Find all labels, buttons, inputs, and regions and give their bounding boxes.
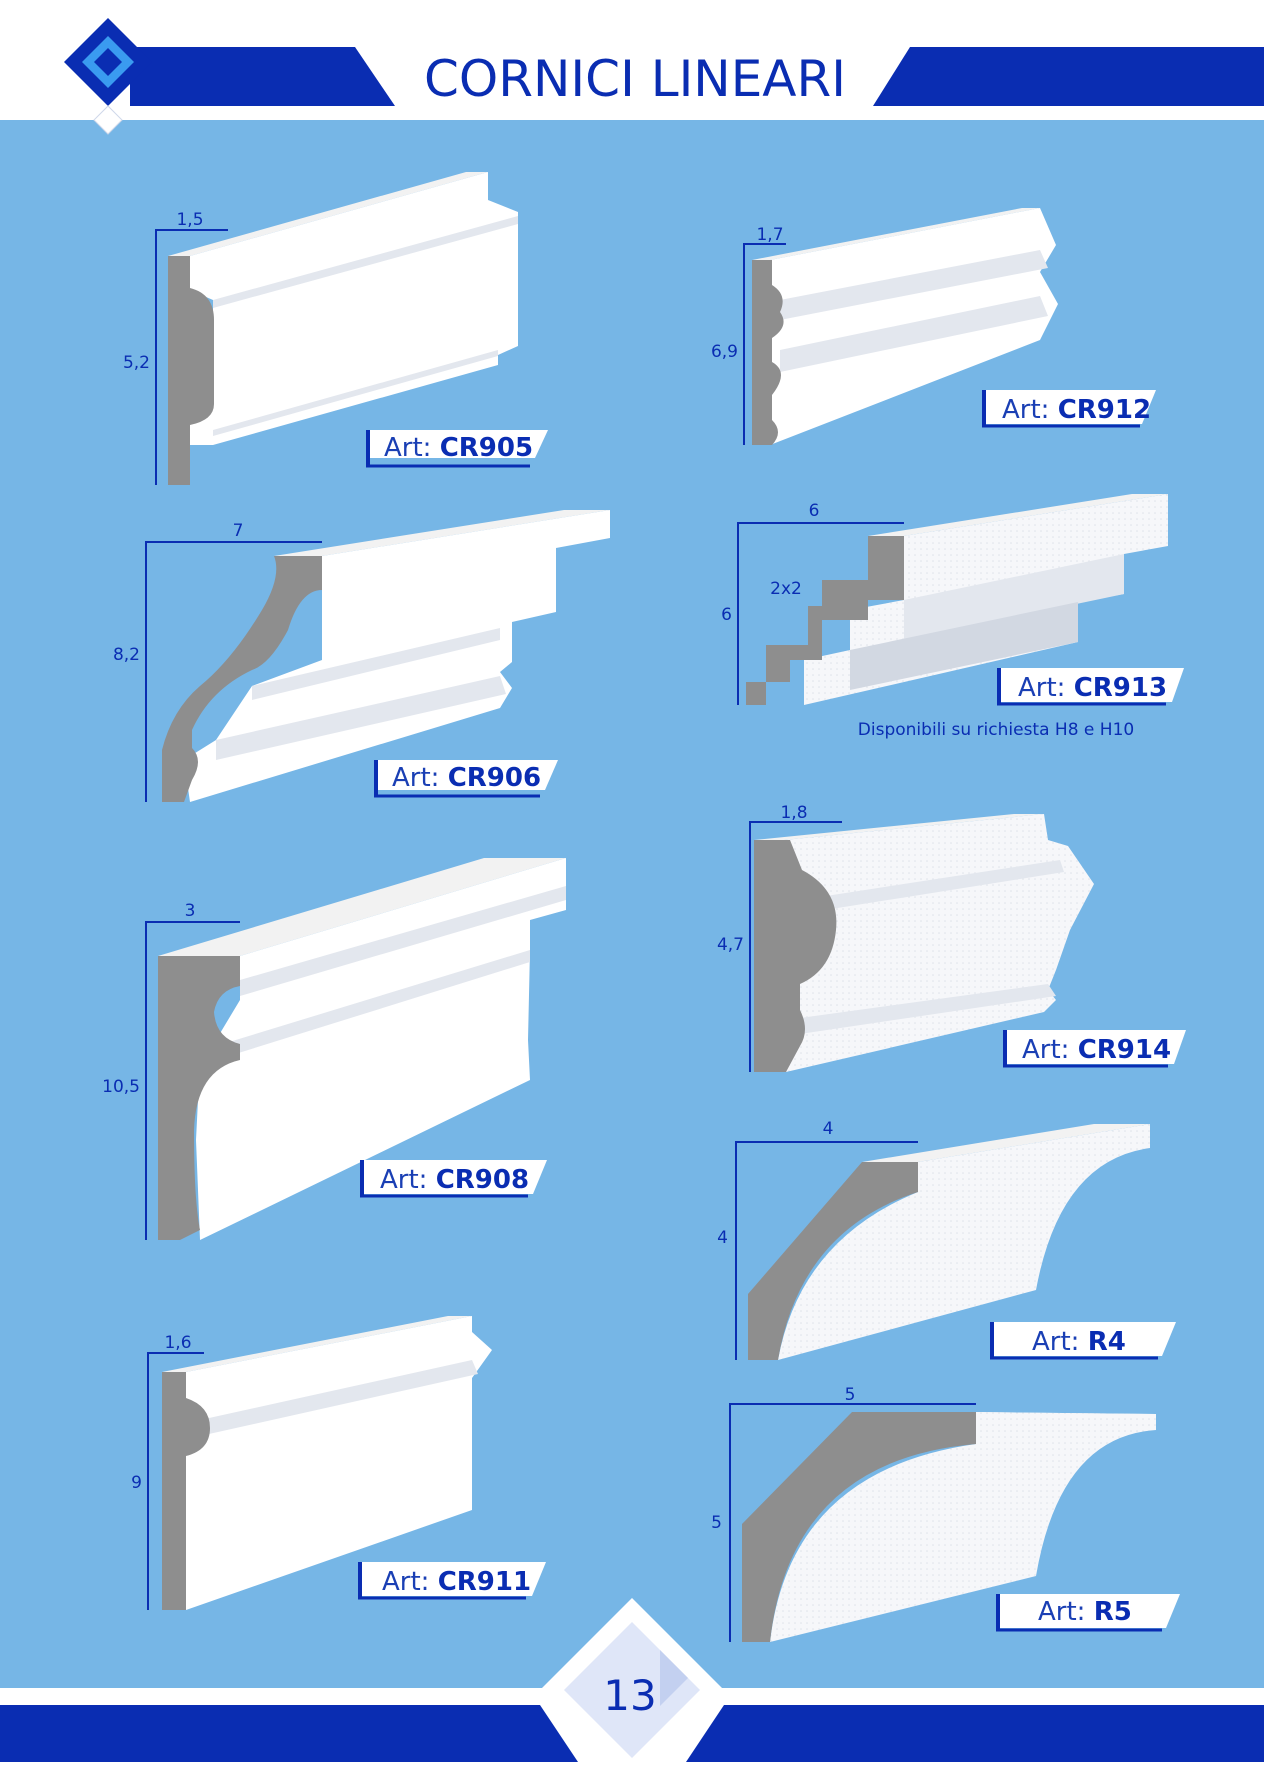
- dimension-lines: [729, 1403, 976, 1642]
- product-label-text: Art: CR912: [1002, 395, 1151, 425]
- product-r4: 4 4 Art: R4: [717, 1119, 1176, 1360]
- width-dimension: 5: [845, 1385, 856, 1405]
- page-number: 13: [603, 1671, 656, 1720]
- dimension-lines: [147, 1352, 204, 1610]
- product-label: [366, 430, 548, 458]
- footer-band-left: [0, 1705, 578, 1762]
- product-cr911: 1,6 9 Art: CR911: [131, 1316, 546, 1610]
- product-label-text: Art: R4: [1032, 1327, 1126, 1357]
- product-label: [997, 668, 1184, 702]
- product-label-text: Art: CR906: [392, 763, 541, 793]
- height-dimension: 4: [717, 1228, 728, 1248]
- header: CORNICI LINEARI: [64, 18, 1264, 135]
- width-dimension: 1,8: [780, 803, 807, 823]
- product-label: [358, 1562, 546, 1596]
- height-dimension: 10,5: [102, 1077, 140, 1097]
- product-label-text: Art: R5: [1038, 1597, 1132, 1627]
- product-label-text: Art: CR913: [1018, 673, 1167, 703]
- width-dimension: 1,5: [176, 210, 203, 230]
- product-r5: 5 5 Art: R5: [711, 1385, 1180, 1642]
- product-label: [1003, 1030, 1186, 1064]
- product-label: [982, 390, 1156, 424]
- width-dimension: 1,6: [164, 1333, 191, 1353]
- width-dimension: 3: [185, 901, 196, 921]
- header-band-left: [130, 47, 395, 106]
- logo-icon: [64, 18, 152, 135]
- height-dimension: 9: [131, 1473, 142, 1493]
- product-label-text: Art: CR914: [1022, 1035, 1171, 1065]
- dimension-lines: [749, 821, 842, 1072]
- dimension-lines: [145, 921, 240, 1240]
- footer: 13: [0, 1598, 1264, 1778]
- product-label-text: Art: CR905: [384, 433, 533, 463]
- height-dimension: 6: [721, 605, 732, 625]
- page-title: CORNICI LINEARI: [424, 50, 846, 108]
- width-dimension: 1,7: [756, 225, 783, 245]
- dimension-lines: [155, 229, 228, 485]
- step-dimension: 2x2: [770, 579, 802, 599]
- product-label: [374, 760, 558, 790]
- product-cr905: 1,5 5,2 Art: CR905: [123, 172, 548, 485]
- product-cr908: 3 10,5 Art: CR908: [102, 858, 566, 1240]
- product-label: [996, 1594, 1180, 1628]
- product-cr912: 1,7 6,9 Art: CR912: [711, 208, 1156, 445]
- dimension-lines: [735, 1141, 918, 1360]
- height-dimension: 5: [711, 1513, 722, 1533]
- width-dimension: 6: [809, 501, 820, 521]
- availability-note: Disponibili su richiesta H8 e H10: [858, 720, 1134, 740]
- height-dimension: 6,9: [711, 342, 738, 362]
- product-label: [990, 1322, 1176, 1356]
- product-label: [360, 1160, 547, 1194]
- dimension-lines: [737, 522, 904, 705]
- product-label-text: Art: CR908: [380, 1165, 529, 1195]
- header-band-right: [873, 47, 1264, 106]
- footer-band-right: [686, 1705, 1264, 1762]
- width-dimension: 7: [233, 521, 244, 541]
- dimension-lines: [743, 243, 786, 445]
- dimension-lines: [145, 541, 322, 802]
- height-dimension: 8,2: [113, 645, 140, 665]
- width-dimension: 4: [823, 1119, 834, 1139]
- product-cr914: 1,8 4,7 Art: CR914: [717, 803, 1186, 1072]
- height-dimension: 4,7: [717, 935, 744, 955]
- product-cr906: 7 8,2 Art: CR906: [113, 510, 610, 802]
- product-cr913: 6 2x2 6 Art: CR913 Disponibili su richie…: [721, 494, 1184, 740]
- height-dimension: 5,2: [123, 353, 150, 373]
- product-label-text: Art: CR911: [382, 1567, 531, 1597]
